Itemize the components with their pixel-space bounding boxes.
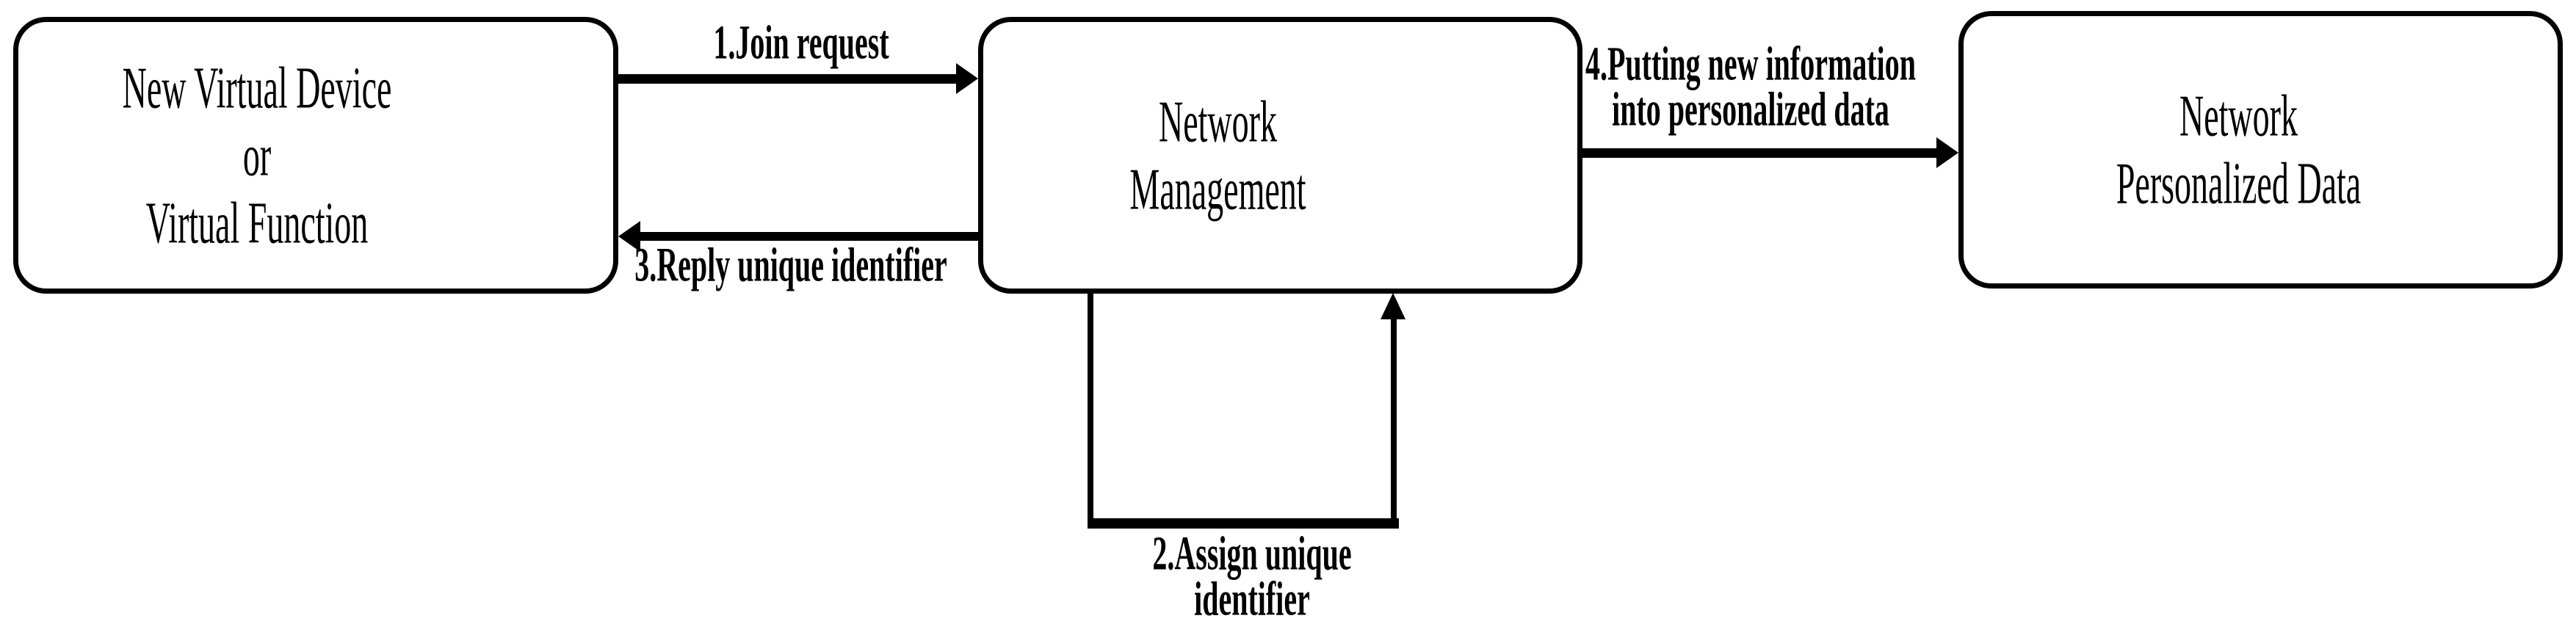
arrowhead-right-icon: [956, 63, 978, 94]
box-text: Network: [2179, 82, 2298, 148]
box-text-line: Network: [983, 88, 1452, 156]
join-request-label: 1.Join request: [654, 15, 948, 69]
arrowhead-right-icon: [1936, 137, 1958, 168]
join-request-arrow-shaft: [618, 74, 958, 84]
box-new-virtual-device-label: New Virtual Device or Virtual Function: [18, 54, 613, 257]
box-network-personalized-data-label: Network Personalized Data: [1964, 82, 2558, 217]
label-text: 3.Reply unique identifier: [634, 237, 947, 292]
label-text: identifier: [1194, 571, 1310, 624]
label-line: 4.Putting new information: [1567, 36, 1934, 90]
label-text: 2.Assign unique: [1152, 526, 1352, 581]
arrowhead-up-icon: [1381, 293, 1405, 319]
assign-loop-down-segment: [1088, 291, 1093, 523]
box-text: Network: [1159, 88, 1277, 154]
box-text: Virtual Function: [145, 189, 369, 255]
box-text-line: Management: [983, 156, 1452, 223]
label-text: 4.Putting new information: [1585, 36, 1916, 91]
label-line: 1.Join request: [654, 15, 948, 69]
assign-loop-bottom-segment: [1088, 518, 1399, 529]
box-network-personalized-data: Network Personalized Data: [1958, 11, 2563, 289]
box-text: Management: [1129, 156, 1306, 222]
box-new-virtual-device: New Virtual Device or Virtual Function: [13, 17, 618, 294]
putting-new-information-arrow-shaft: [1582, 148, 1938, 158]
arrowhead-left-icon: [618, 221, 640, 252]
label-line: into personalized data: [1567, 81, 1934, 136]
label-line: identifier: [1068, 571, 1436, 624]
putting-new-information-label: 4.Putting new information into personali…: [1567, 36, 1934, 136]
label-line: 2.Assign unique: [1068, 526, 1436, 580]
box-text-line: Virtual Function: [18, 189, 496, 257]
box-network-management: Network Management: [978, 17, 1582, 294]
box-text-line: Personalized Data: [1964, 150, 2514, 217]
label-text: 1.Join request: [713, 15, 889, 70]
box-text-line: New Virtual Device: [18, 54, 496, 122]
box-text: New Virtual Device: [122, 54, 392, 120]
box-text-line: or: [18, 122, 496, 189]
reply-unique-identifier-label: 3.Reply unique identifier: [607, 237, 974, 291]
box-text: Personalized Data: [2116, 150, 2362, 216]
box-network-management-label: Network Management: [983, 88, 1577, 223]
assign-unique-identifier-label: 2.Assign unique identifier: [1068, 526, 1436, 624]
label-text: into personalized data: [1612, 81, 1889, 137]
assign-loop-up-segment: [1391, 316, 1397, 523]
label-line: 3.Reply unique identifier: [607, 237, 974, 291]
reply-unique-identifier-arrow-shaft: [636, 232, 978, 241]
box-text: or: [242, 122, 272, 188]
box-text-line: Network: [1964, 82, 2514, 150]
